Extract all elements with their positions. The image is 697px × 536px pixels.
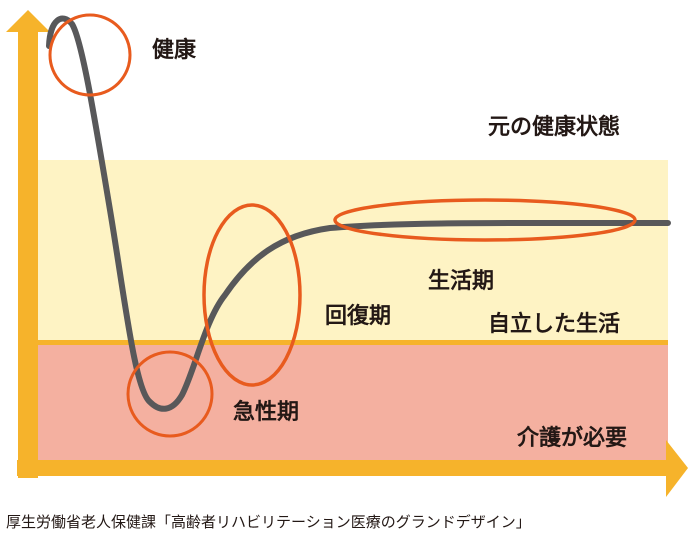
care-needed-band (38, 345, 668, 461)
acute-highlight-circle (126, 350, 214, 438)
y-axis (18, 28, 38, 478)
x-axis (17, 460, 669, 476)
y-axis-arrowhead (6, 10, 50, 32)
label-health: 健康 (152, 38, 197, 63)
label-acute-phase: 急性期 (233, 400, 300, 425)
threshold-line (38, 340, 668, 345)
label-care-needed: 介護が必要 (517, 426, 628, 451)
label-life-phase: 生活期 (428, 269, 495, 294)
source-caption: 厚生労働省老人保健課「高齢者リハビリテーション医療のグランドデザイン」 (6, 513, 531, 531)
label-recovery-phase: 回復期 (325, 304, 392, 329)
independent-living-band (38, 160, 668, 342)
health-highlight-circle (48, 13, 132, 97)
label-independent-living: 自立した生活 (488, 312, 621, 337)
recovery-highlight-ellipse (202, 203, 302, 387)
health-curve (46, 15, 671, 412)
label-original-health: 元の健康状態 (488, 115, 621, 140)
x-axis-arrowhead (666, 440, 688, 497)
life-highlight-ellipse (333, 198, 637, 242)
